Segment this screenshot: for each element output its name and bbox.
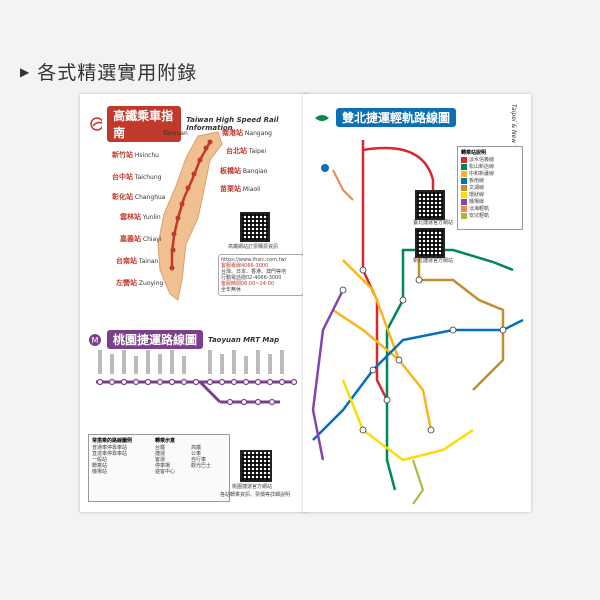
taoyuan-title-en: Taoyuan MRT Map xyxy=(208,335,280,344)
taipei-legend: 轉乘站說明 淡水信義線 松山新店線 中和新蘆線 板南線 文湖線 環狀線 機場線 … xyxy=(457,146,523,230)
hsr-hotline: 客服專線4066-3000 xyxy=(221,263,269,269)
taoyuan-qr-code[interactable] xyxy=(240,450,272,482)
legend-item: 一般站 xyxy=(92,457,108,463)
taoyuan-mrt-logo-icon: M xyxy=(89,333,101,346)
taipei-qr-caption: 臺北捷運官方網站 xyxy=(413,220,454,226)
hsr-station-chiayi: 嘉義站 Chiayi xyxy=(120,235,162,244)
legend-item: 普通車停靠車站 xyxy=(92,445,128,451)
legend-line-danhai: 淡海輕軌 xyxy=(461,206,494,212)
legend-item: 直達車停靠車站 xyxy=(92,451,128,457)
taipei-mrt-network xyxy=(311,140,524,505)
hsr-station-taoyuan: 桃園站 Taoyuan xyxy=(140,129,188,138)
legend-line-zhonghe: 中和新蘆線 xyxy=(461,171,494,177)
legend-item: 機場站 xyxy=(92,469,108,475)
hsr-station-changhua: 彰化站 Changhua xyxy=(112,193,166,202)
hsr-station-hsinchu: 新竹站 Hsinchu xyxy=(112,151,159,160)
hsr-station-miaoli: 苗栗站 Miaoli xyxy=(220,185,261,194)
legend-line-circular: 環狀線 xyxy=(461,192,494,198)
legend-item: 客運 xyxy=(155,457,166,463)
hsr-info-line: 全年無休 xyxy=(221,287,242,293)
left-pamphlet: 高鐵乘車指南 Taiwan High Speed Rail Informatio… xyxy=(80,94,308,512)
legend-line-songshan: 松山新店線 xyxy=(461,164,494,170)
hsr-station-tainan: 台南站 Tainan xyxy=(116,257,159,266)
taoyuan-title: 桃園捷運路線圖 xyxy=(107,330,204,349)
taipei-legend-list: 淡水信義線 松山新店線 中和新蘆線 板南線 文湖線 環狀線 機場線 淡海輕軌 安… xyxy=(461,157,494,220)
hsr-info-box: https://www.thsrc.com.tw/ 客服專線4066-3000 … xyxy=(218,254,304,296)
hsr-station-taipei: 台北站 Taipei xyxy=(226,147,267,156)
taoyuan-qr-caption: 桃園捷運官方網站 xyxy=(232,484,273,490)
hsr-title: 高鐵乘車指南 xyxy=(107,106,182,142)
legend-item: 台鐵 xyxy=(155,445,166,451)
legend-transfer-list: 台鐵 高鐵 捷運 公車 客運 自行車 停車場 觀光巴士 遊客中心 xyxy=(155,445,227,475)
hsr-title-block: 高鐵乘車指南 Taiwan High Speed Rail Informatio… xyxy=(90,106,308,142)
svg-text:M: M xyxy=(92,336,99,345)
taipei-mrt-title: 雙北捷運輕軌路線圖 xyxy=(336,108,457,127)
legend-item: 停車場 xyxy=(155,463,171,469)
heading-text: 各式精選實用附錄 xyxy=(37,62,198,84)
legend-line-wenhu: 文湖線 xyxy=(461,185,494,191)
legend-line-airport: 機場線 xyxy=(461,199,494,205)
legend-list: 普通車停靠車站 直達車停靠車站 一般站 轉乘站 機場站 xyxy=(92,445,152,475)
hsr-url[interactable]: https://www.thsrc.com.tw/ xyxy=(221,257,287,263)
hsr-station-zuoying: 左營站 Zuoying xyxy=(116,279,164,288)
hsr-station-dots xyxy=(169,139,213,271)
north-compass-icon xyxy=(321,164,329,172)
hsr-station-banqiao: 板橋站 Banqiao xyxy=(220,167,268,176)
legend-item: 轉乘站 xyxy=(92,463,108,469)
legend-line-tamsui: 淡水信義線 xyxy=(461,157,494,163)
hsr-hours: 客服時間06:00~24:00 xyxy=(221,281,275,287)
hsr-logo-icon xyxy=(90,117,103,131)
triangle-bullet-icon: ▶ xyxy=(20,64,30,79)
taipei-mrt-logo-icon xyxy=(315,114,329,121)
section-heading: ▶ 各式精選實用附錄 xyxy=(20,58,197,85)
legend-line-ankeng: 安坑輕軌 xyxy=(461,213,494,219)
legend-item: 公車 xyxy=(191,451,202,457)
right-pamphlet: 雙北捷運輕軌路線圖 Taipei & New Taipei MRT Map 臺北… xyxy=(303,94,531,512)
legend-item: 自行車 xyxy=(191,457,207,463)
taipei-mrt-title-block: 雙北捷運輕軌路線圖 xyxy=(313,108,457,127)
taipei-qr-code[interactable] xyxy=(415,190,445,220)
taoyuan-qr-caption-2: 各站轉乘資訊、票價等詳細說明 xyxy=(220,492,291,498)
hsr-qr-code[interactable] xyxy=(240,212,270,242)
legend-line-bannan: 板南線 xyxy=(461,178,494,184)
hsr-info-line: 行動電話撥02-4066-3000 xyxy=(221,275,282,281)
hsr-station-nangang: 南港站 Nangang xyxy=(222,129,272,138)
hsr-info-line: 台灣、日本、香港、澳門等地 xyxy=(221,269,287,275)
hsr-qr-caption: 高鐵網站訂票購票資訊 xyxy=(228,244,279,250)
hsr-station-yunlin: 雲林站 Yunlin xyxy=(120,213,161,222)
taoyuan-legend: 常搭乘的路線圖例 轉乘示意 普通車停靠車站 直達車停靠車站 一般站 轉乘站 機場… xyxy=(88,434,230,502)
hsr-title-en: Taiwan High Speed Rail Information xyxy=(186,116,279,132)
legend-title-transfer: 轉乘示意 xyxy=(155,438,176,444)
legend-item: 高鐵 xyxy=(191,445,202,451)
legend-item: 遊客中心 xyxy=(155,469,176,475)
taiwan-map xyxy=(157,131,223,301)
legend-title: 常搭乘的路線圖例 xyxy=(92,438,133,444)
hsr-station-taichung: 台中站 Taichung xyxy=(112,173,162,182)
taipei-legend-title: 轉乘站說明 xyxy=(461,150,487,156)
legend-item: 觀光巴士 xyxy=(191,463,212,469)
legend-item: 捷運 xyxy=(155,451,166,457)
newtaipei-qr-caption: 新北捷運官方網站 xyxy=(413,258,454,264)
taoyuan-mrt-line xyxy=(96,350,298,406)
newtaipei-qr-code[interactable] xyxy=(415,228,445,258)
taoyuan-title-block: M 桃園捷運路線圖 Taoyuan MRT Map xyxy=(88,330,279,349)
